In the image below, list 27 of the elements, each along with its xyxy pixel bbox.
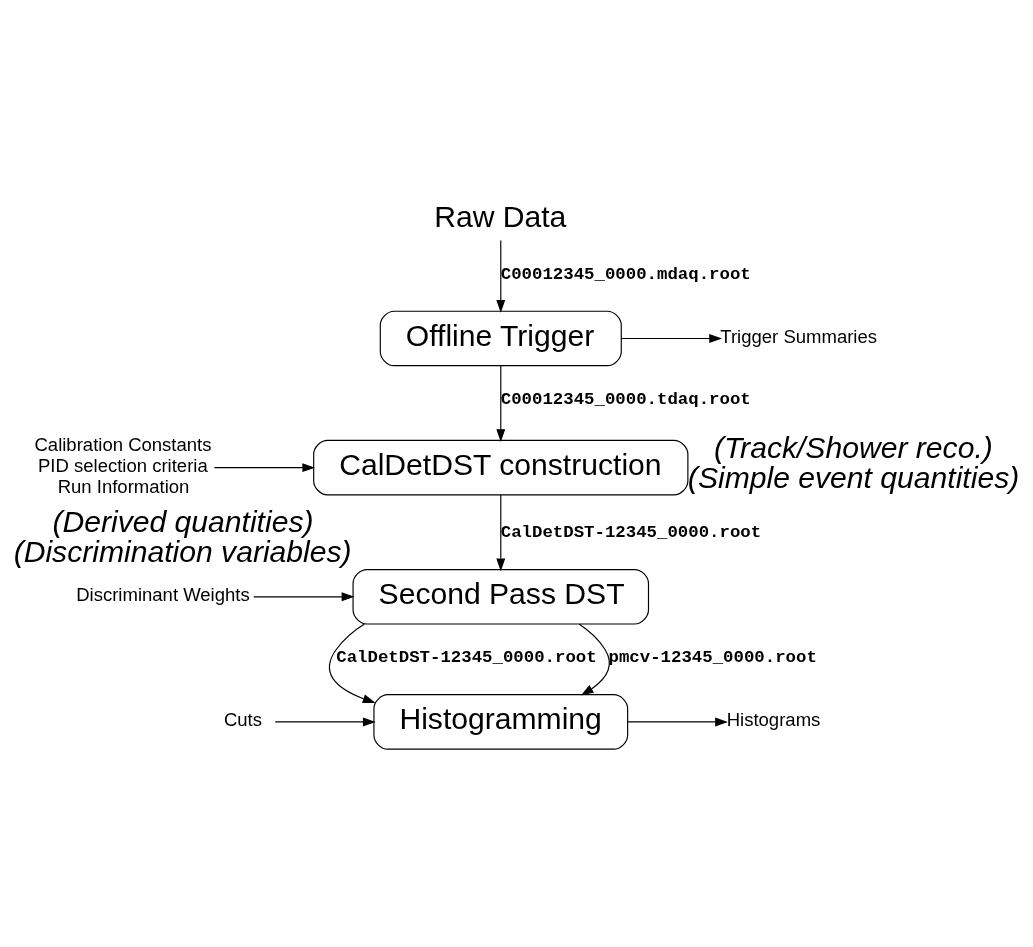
node-text: Trigger Summaries	[719, 325, 877, 347]
arrow	[252, 591, 354, 601]
edge-label: C00012345_0000.tdaq.root	[500, 389, 751, 409]
node-text: Histograms	[726, 708, 820, 730]
arrow	[578, 623, 610, 695]
node-box: CalDetDST construction	[312, 439, 688, 495]
arrow	[328, 623, 376, 703]
edge-label: CalDetDST-12345_0000.root	[500, 522, 761, 542]
node-label: (Track/Shower reco.)	[713, 430, 993, 464]
node-label: (Derived quantities)	[51, 504, 314, 538]
node-box: Second Pass DST	[352, 568, 649, 625]
node-text: Calibration Constants PID selection criteria Run Information	[33, 433, 212, 497]
arrow	[495, 364, 505, 442]
arrow	[274, 716, 376, 726]
arrow	[620, 333, 722, 343]
node-box: Offline Trigger	[379, 310, 622, 366]
arrow	[626, 716, 728, 726]
edge-label: CalDetDST-12345_0000.root	[335, 647, 597, 667]
node-box: Histogramming	[372, 693, 628, 750]
arrow	[495, 239, 505, 313]
node-text: Cuts	[223, 708, 262, 730]
node-text: Raw Data	[433, 199, 566, 233]
arrow	[495, 494, 505, 571]
arrow	[213, 462, 315, 472]
node-text: Discriminant Weights	[75, 583, 250, 605]
edge-label: pmcv-12345_0000.root	[608, 647, 817, 667]
edge-label: C00012345_0000.mdaq.root	[500, 264, 751, 284]
